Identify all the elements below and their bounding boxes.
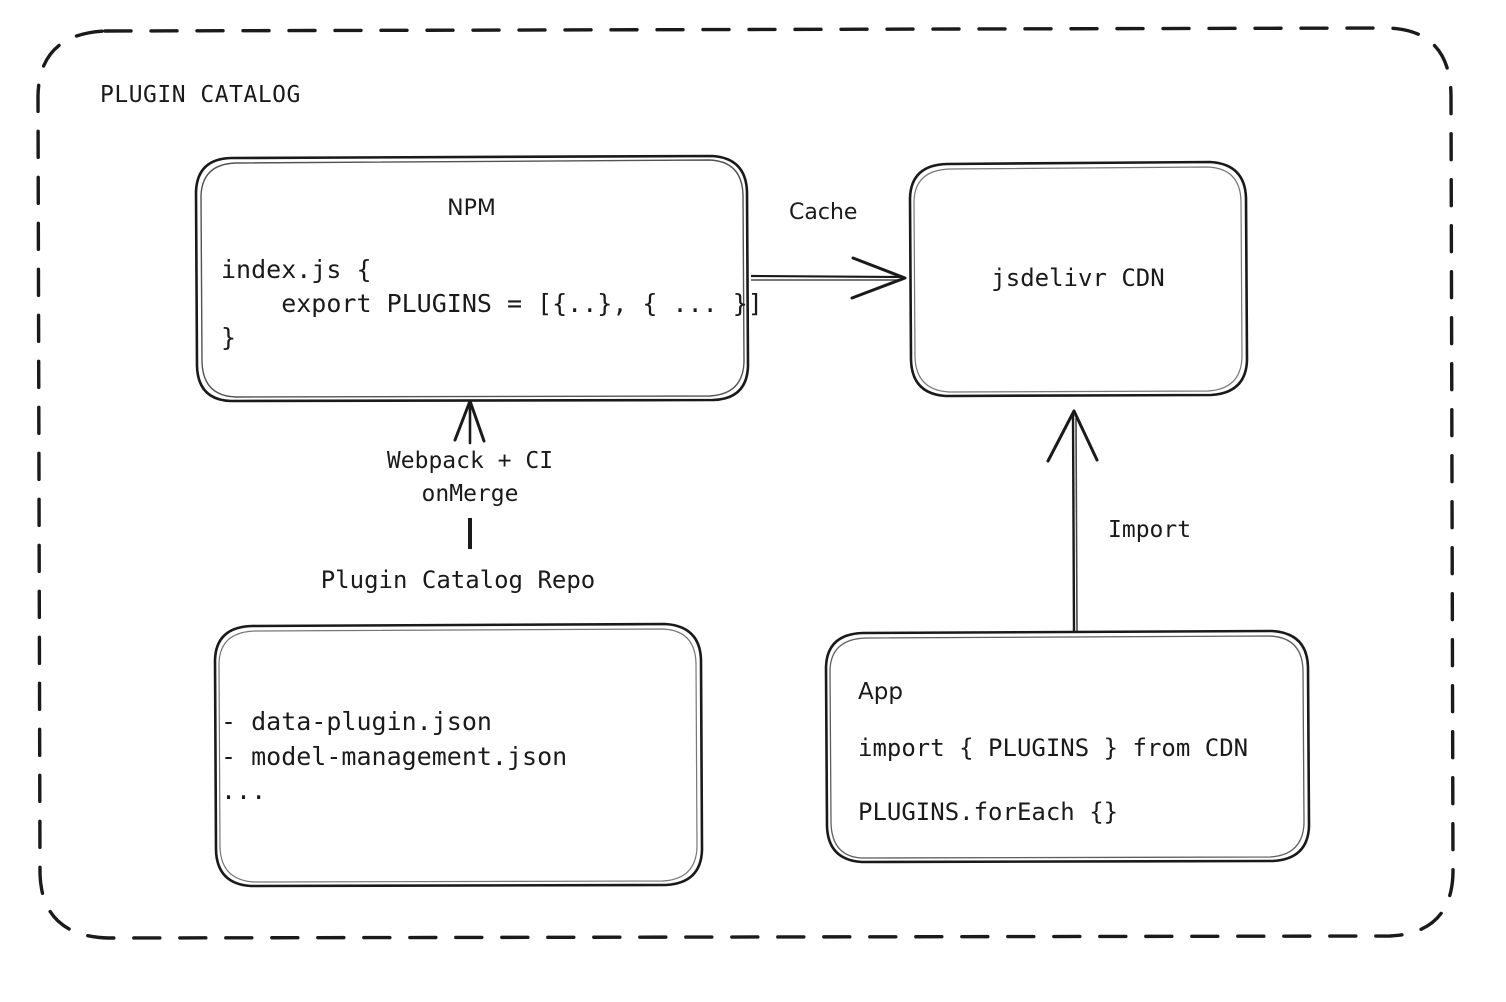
app-node-code-line-2: PLUGINS.forEach {} [858,798,1119,826]
import-edge-label: Import [1108,517,1192,543]
repo-node[interactable] [215,624,703,887]
npm-node[interactable] [196,156,748,402]
app-node-title: App [858,679,903,705]
app-node-code-line-1: import { PLUGINS } from CDN [858,734,1249,762]
npm-node-title: NPM [447,196,496,221]
import-arrow [1046,409,1099,632]
cdn-node[interactable] [910,162,1247,397]
plugin-catalog-title: PLUGIN CATALOG [100,82,301,108]
cdn-node-title: jsdelivr CDN [991,264,1165,292]
repo-node-file-list: - data-plugin.json - model-management.js… [221,707,568,805]
app-node[interactable] [826,631,1310,863]
cache-arrow [750,256,907,300]
cache-edge-label: Cache [789,200,858,225]
npm-node-code: index.js { export PLUGINS = [{..}, { ...… [221,255,763,352]
build-edge-label: Webpack + CI onMerge [386,448,554,507]
repo-node-caption: Plugin Catalog Repo [320,566,596,594]
